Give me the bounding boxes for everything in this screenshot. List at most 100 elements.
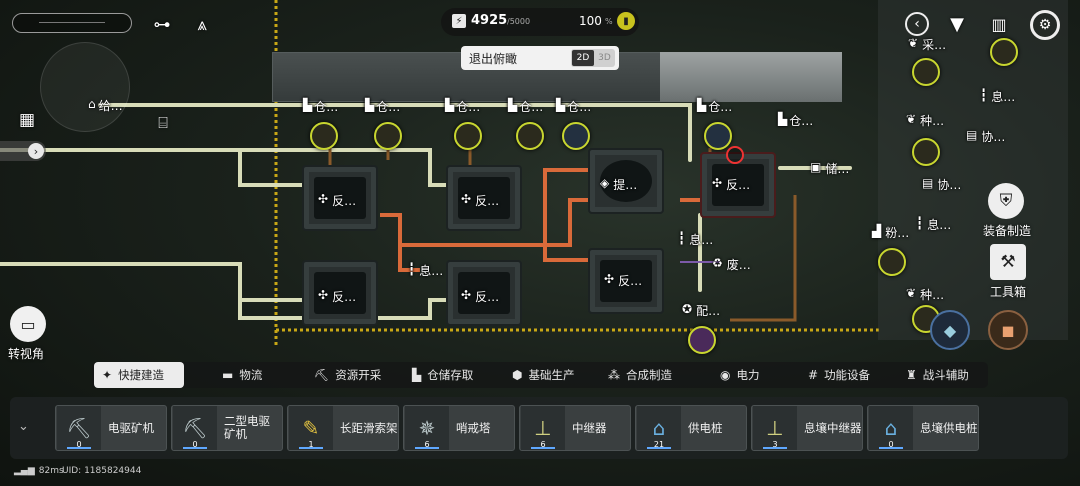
disabled-icon: [726, 146, 744, 164]
reactor-machine[interactable]: [302, 165, 378, 231]
resource-slot[interactable]: [688, 326, 716, 354]
map-label-assist[interactable]: ▤协…: [966, 128, 1006, 144]
resource-slot[interactable]: [912, 58, 940, 86]
quick-item-slot[interactable]: ◼: [988, 310, 1028, 350]
leaf-icon: ❦: [908, 36, 919, 50]
map-label-react[interactable]: ✣反…: [318, 288, 357, 304]
resource-slot[interactable]: [912, 138, 940, 166]
resource-slot[interactable]: [878, 248, 906, 276]
map-label-powder[interactable]: ▟粉…: [872, 224, 910, 240]
map-label-react[interactable]: ✣反…: [461, 288, 500, 304]
tent-icon[interactable]: ⩓: [197, 15, 207, 35]
resource-slot[interactable]: [516, 122, 544, 150]
inventory-button[interactable]: ▥: [984, 12, 1014, 36]
map-label-waste[interactable]: ♻废…: [712, 256, 751, 272]
category-tab-logistics[interactable]: ▬物流: [222, 368, 263, 382]
map-label-extract[interactable]: ◈提…: [600, 176, 638, 192]
category-tab-quick-build[interactable]: ✦快捷建造: [94, 362, 184, 388]
percent-sign: %: [605, 17, 613, 26]
collapse-icon[interactable]: ⌄: [18, 419, 29, 434]
category-tab-combat[interactable]: ♜战斗辅助: [906, 368, 969, 382]
minimap-compass[interactable]: [40, 42, 130, 132]
map-label-react[interactable]: ✣反…: [461, 192, 500, 208]
category-tab-function[interactable]: #功能设备: [808, 368, 871, 382]
resource-slot[interactable]: [310, 122, 338, 150]
hierarchy-icon[interactable]: ⊶: [153, 15, 171, 35]
mining-rig-icon: ⛏0: [173, 406, 217, 450]
map-label-pick[interactable]: ❦采…: [908, 36, 947, 52]
map-label-storage[interactable]: ▙仓…: [365, 98, 401, 114]
reactor-machine[interactable]: [446, 165, 522, 231]
side-expand-tab[interactable]: ›: [0, 141, 46, 161]
map-label-dist[interactable]: ✪配…: [682, 302, 721, 318]
map-label-storage[interactable]: ▙仓…: [508, 98, 544, 114]
search-pill[interactable]: [12, 13, 132, 33]
map-label-rest[interactable]: ┇息…: [408, 262, 444, 278]
equip-craft-button[interactable]: ⛨: [988, 183, 1024, 219]
task-icon: ▼: [950, 13, 964, 35]
resource-slot[interactable]: [454, 122, 482, 150]
mode-switch[interactable]: 2D 3D: [571, 49, 615, 67]
power-pylon-icon: ⌂21: [637, 406, 681, 450]
mode-2d[interactable]: 2D: [572, 50, 594, 66]
extractor-machine[interactable]: [588, 148, 664, 214]
map-label-react[interactable]: ✣反…: [604, 272, 643, 288]
map-label-storage[interactable]: ▙仓…: [778, 112, 814, 128]
mining-rig-icon: ⛏0: [57, 406, 101, 450]
power-value: 4925: [471, 13, 508, 28]
resource-slot[interactable]: [704, 122, 732, 150]
map-label-assist[interactable]: ▤协…: [922, 176, 962, 192]
map-label-react[interactable]: ✣反…: [318, 192, 357, 208]
resource-slot[interactable]: [562, 122, 590, 150]
map-label-storage[interactable]: ▙仓…: [556, 98, 592, 114]
ping-status: ▂▄▆82ms: [14, 466, 64, 476]
map-label-plant[interactable]: ❦种…: [906, 286, 945, 302]
map-label-rest[interactable]: ┇息…: [678, 231, 714, 247]
camera-icon: ▭: [20, 314, 36, 334]
back-button[interactable]: ‹: [905, 12, 929, 36]
quick-item-slot[interactable]: ◆: [930, 310, 970, 350]
category-tab-mining[interactable]: ⛏资源开采: [314, 368, 382, 382]
relay-icon: ⊥6: [521, 406, 565, 450]
map-label-react[interactable]: ✣反…: [712, 176, 751, 192]
mode-3d[interactable]: 3D: [598, 53, 611, 63]
map-label-plant[interactable]: ❦种…: [906, 112, 945, 128]
map-label-store2[interactable]: ▣储…: [810, 160, 850, 176]
rotate-view-button[interactable]: ▭: [10, 306, 46, 342]
toolbox-button[interactable]: ⚒: [990, 244, 1026, 280]
resource-slot[interactable]: [990, 38, 1018, 66]
task-button[interactable]: ▼: [946, 11, 968, 37]
map-label-storage[interactable]: ▙仓…: [303, 98, 339, 114]
reactor-machine[interactable]: [302, 260, 378, 326]
reactor-machine[interactable]: [446, 260, 522, 326]
category-tab-storage[interactable]: ▙仓储存取: [412, 368, 474, 382]
pylon-icon: ┇: [916, 216, 924, 230]
category-tab-synthesis[interactable]: ⁂合成制造: [608, 368, 672, 382]
chat-icon[interactable]: ⌸: [158, 113, 168, 132]
resource-slot[interactable]: [374, 122, 402, 150]
category-tab-basic-production[interactable]: ⬢基础生产: [512, 368, 575, 382]
category-tab-power[interactable]: ◉电力: [720, 368, 760, 382]
fan-icon: ✣: [604, 272, 615, 286]
storage-icon: ▙: [365, 98, 375, 112]
overview-toggle[interactable]: 退出俯瞰 2D 3D: [461, 46, 619, 70]
map-label-storage[interactable]: ▙仓…: [697, 98, 733, 114]
hash-icon: #: [808, 368, 819, 382]
toolbox-label: 工具箱: [990, 285, 1027, 299]
map-label-rest[interactable]: ┇息…: [980, 88, 1016, 104]
reactor-machine[interactable]: [588, 248, 664, 314]
clipboard-icon[interactable]: ▦: [18, 110, 36, 130]
map-label-rest[interactable]: ┇息…: [916, 216, 952, 232]
extract-icon: ◈: [600, 176, 610, 190]
map-label-storage[interactable]: ▙仓…: [445, 98, 481, 114]
settings-button[interactable]: ⚙: [1030, 10, 1060, 40]
